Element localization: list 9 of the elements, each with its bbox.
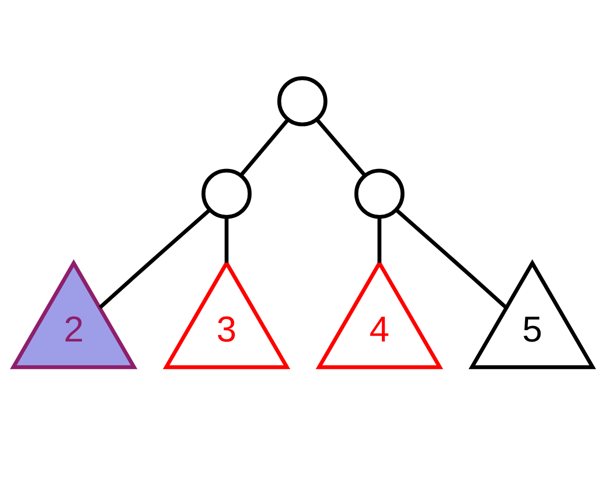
connector [315,118,366,176]
connector [395,208,508,308]
node-circle [202,168,252,218]
node-circle [277,76,328,126]
connector [224,216,228,262]
connector [378,216,382,262]
node-circle [354,168,404,218]
connector [240,118,290,176]
connector [98,208,211,308]
